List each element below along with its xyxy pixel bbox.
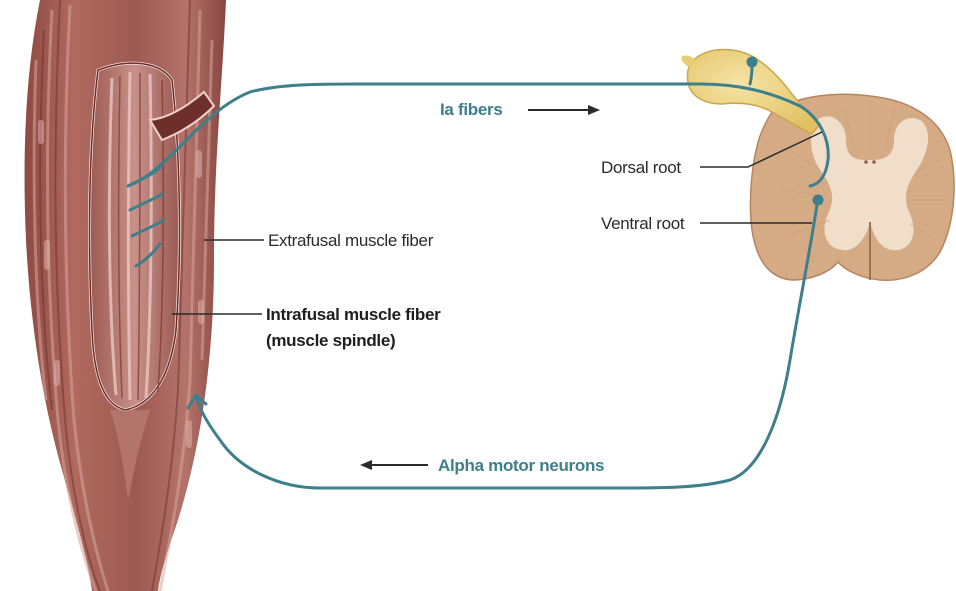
dorsal-root-label: Dorsal root: [601, 159, 681, 176]
intrafusal-label-line1: Intrafusal muscle fiber: [266, 306, 441, 323]
extrafusal-label: Extrafusal muscle fiber: [268, 232, 433, 249]
ia-direction-arrow: [528, 105, 600, 115]
intrafusal-label-line2: (muscle spindle): [266, 332, 395, 349]
ia-fibers-label: Ia fibers: [440, 101, 503, 118]
motor-direction-arrow: [360, 460, 428, 470]
spinal-cord: [750, 94, 954, 280]
alpha-motor-label: Alpha motor neurons: [438, 457, 604, 474]
ventral-root-label: Ventral root: [601, 215, 684, 232]
